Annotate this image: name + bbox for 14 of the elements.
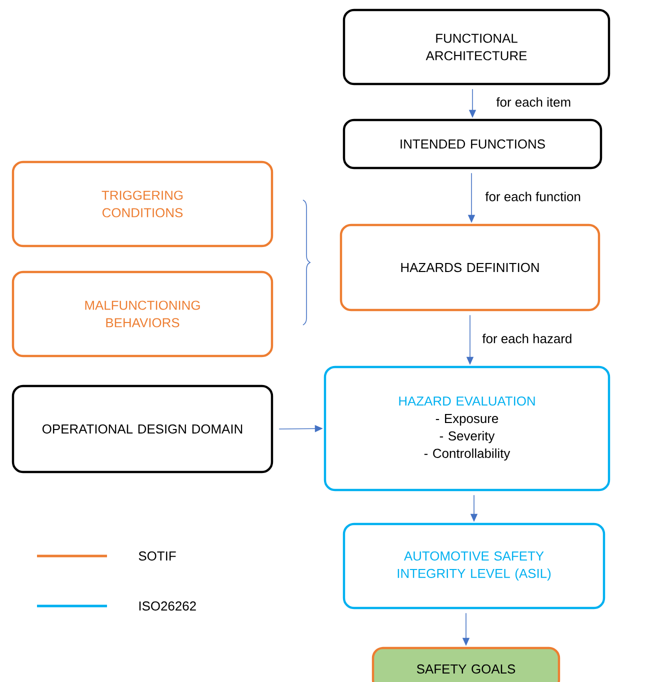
process-box: INTENDED FUNCTIONS bbox=[342, 118, 602, 170]
edge-label: for each item bbox=[495, 96, 572, 108]
process-box: OPERATIONAL DESIGN DOMAIN bbox=[12, 384, 274, 474]
process-box: MALFUNCTIONING BEHAVIORS bbox=[12, 270, 274, 358]
edge-label: for each function bbox=[484, 190, 582, 202]
process-box: FUNCTIONAL ARCHITECTURE bbox=[342, 8, 610, 86]
edge-label: for each hazard bbox=[481, 332, 574, 344]
legend-label: SOTIF bbox=[138, 551, 176, 561]
process-box: TRIGGERING CONDITIONS bbox=[12, 160, 274, 248]
legend-label: ISO26262 bbox=[139, 601, 196, 611]
process-box: HAZARD EVALUATION - Exposure - Severity - Controllability bbox=[324, 366, 610, 492]
process-box: HAZARDS DEFINITION bbox=[340, 224, 600, 312]
process-box: SAFETY GOALS bbox=[372, 646, 560, 682]
process-box: AUTOMOTIVE SAFETY INTEGRITY LEVEL (ASIL) bbox=[342, 522, 606, 610]
